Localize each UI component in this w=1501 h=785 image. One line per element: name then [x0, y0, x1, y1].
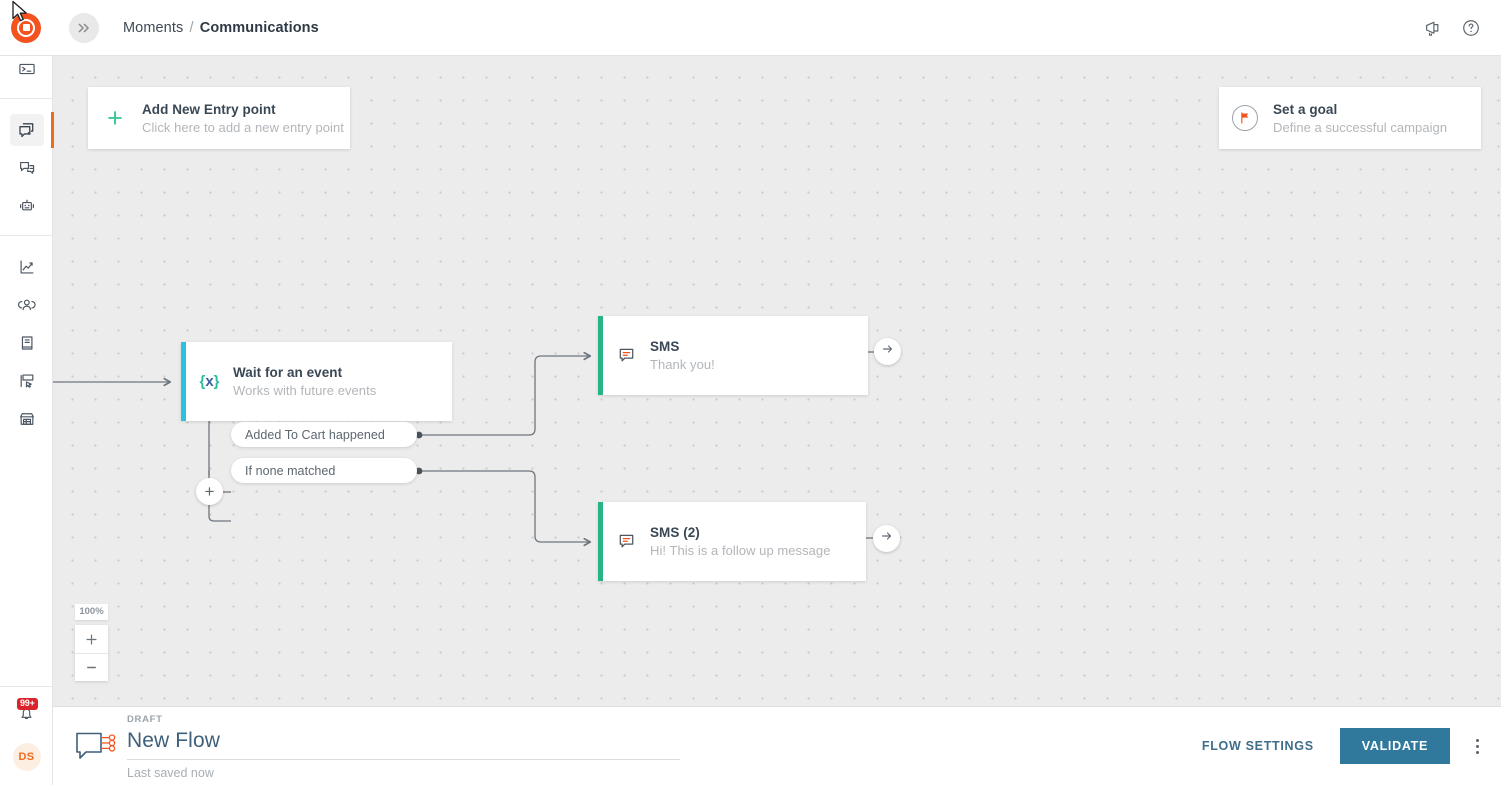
terminal-icon: [10, 53, 44, 85]
condition-pill[interactable]: If none matched: [231, 458, 417, 483]
add-next-step-button[interactable]: [874, 338, 901, 365]
sidebar-item-moments[interactable]: [0, 111, 54, 149]
analytics-icon: [10, 251, 44, 283]
sidebar-item-exchange[interactable]: [0, 400, 53, 438]
avatar[interactable]: DS: [12, 743, 41, 771]
flow-settings-button[interactable]: FLOW SETTINGS: [1188, 729, 1328, 763]
notification-badge: 99+: [17, 698, 38, 710]
flag-icon: [1232, 105, 1258, 131]
breadcrumb: Moments / Communications: [123, 20, 319, 36]
sidebar-item-content[interactable]: [0, 324, 53, 362]
logo-ring: [17, 18, 35, 37]
sms-bubble-icon: [603, 531, 650, 552]
sidebar-item-broadcast[interactable]: [0, 149, 53, 187]
flow-saved-label: Last saved now: [127, 766, 214, 780]
zoom-level-label: 100%: [75, 604, 108, 620]
arrow-right-icon: [880, 529, 894, 548]
left-sidebar: 99+ DS: [0, 0, 54, 785]
flow-canvas[interactable]: + Add New Entry point Click here to add …: [53, 56, 1501, 706]
content-icon: [10, 327, 44, 359]
goal-card-text: Set a goal Define a successful campaign: [1273, 102, 1447, 135]
zoom-out-button[interactable]: [75, 653, 108, 681]
more-vertical-icon[interactable]: [1470, 733, 1485, 760]
plus-icon: +: [107, 102, 123, 133]
node-wait-for-event[interactable]: {x} Wait for an event Works with future …: [181, 342, 452, 421]
node-sms-title: SMS (2): [650, 525, 700, 540]
goal-card-title: Set a goal: [1273, 101, 1338, 117]
add-next-step-button[interactable]: [873, 525, 900, 552]
answers-bot-icon: [10, 190, 44, 222]
node-wait-subtitle: Works with future events: [233, 383, 377, 398]
moments-icon: [9, 114, 44, 146]
set-goal-card[interactable]: Set a goal Define a successful campaign: [1219, 87, 1481, 149]
zoom-buttons: [75, 625, 108, 681]
flow-title-input[interactable]: [127, 725, 680, 760]
forms-icon: [10, 365, 44, 397]
braces-x-icon: {x}: [199, 373, 220, 390]
sidebar-item-analytics[interactable]: [0, 248, 53, 286]
condition-pill[interactable]: Added To Cart happened: [231, 422, 417, 447]
add-branch-button[interactable]: +: [196, 478, 223, 505]
node-sms-subtitle: Thank you!: [650, 357, 715, 372]
connector-links: [53, 351, 874, 706]
zoom-control: 100%: [75, 604, 108, 681]
node-sms-title: SMS: [650, 339, 680, 354]
bottom-toolbar: DRAFT Last saved now FLOW SETTINGS VALID…: [53, 706, 1501, 785]
broadcast-icon: [10, 152, 44, 184]
header-actions: [1423, 18, 1501, 38]
entry-card-text: Add New Entry point Click here to add a …: [142, 102, 344, 135]
store-icon: [10, 403, 44, 435]
node-sms-text: SMS Thank you!: [650, 339, 715, 372]
breadcrumb-separator: /: [189, 19, 194, 36]
sidebar-item-answers[interactable]: [0, 187, 53, 225]
node-sms[interactable]: SMS (2) Hi! This is a follow up message: [598, 502, 866, 581]
sidebar-group-3: [0, 235, 52, 448]
flow-status-label: DRAFT: [127, 714, 163, 725]
validate-button[interactable]: VALIDATE: [1339, 728, 1450, 764]
arrow-right-icon: [881, 342, 895, 361]
flow-bubble-icon: [53, 729, 127, 763]
sidebar-group-2: [0, 98, 54, 235]
logo-core: [22, 24, 30, 31]
sidebar-item-people[interactable]: [0, 286, 53, 324]
entry-card-subtitle: Click here to add a new entry point: [142, 119, 344, 135]
goal-card-subtitle: Define a successful campaign: [1273, 119, 1448, 135]
flow-meta: DRAFT Last saved now: [127, 712, 687, 780]
node-sms-subtitle: Hi! This is a follow up message: [650, 543, 831, 558]
megaphone-icon[interactable]: [1423, 18, 1443, 38]
top-header: Moments / Communications: [0, 0, 1501, 56]
entry-card-title: Add New Entry point: [142, 101, 276, 117]
people-icon: [10, 289, 44, 321]
question-circle-icon[interactable]: [1461, 18, 1481, 38]
condition-pill-label: If none matched: [245, 463, 336, 478]
sidebar-divider: [0, 686, 53, 687]
notifications-button[interactable]: 99+: [0, 697, 53, 735]
bottom-actions: FLOW SETTINGS VALIDATE: [1188, 728, 1501, 764]
add-entry-point-card[interactable]: + Add New Entry point Click here to add …: [88, 87, 350, 149]
sidebar-bottom: 99+ DS: [0, 686, 53, 785]
condition-pill-label: Added To Cart happened: [245, 427, 385, 442]
sidebar-item-developer-tools[interactable]: [0, 50, 53, 88]
node-wait-title: Wait for an event: [233, 365, 343, 380]
infobip-logo-icon[interactable]: [11, 12, 41, 43]
sms-bubble-icon: [603, 345, 650, 366]
chevron-double-right-icon[interactable]: [69, 12, 99, 43]
breadcrumb-root[interactable]: Moments: [123, 19, 184, 36]
node-sms-text: SMS (2) Hi! This is a follow up message: [650, 525, 831, 558]
node-wait-text: Wait for an event Works with future even…: [233, 365, 376, 398]
node-sms[interactable]: SMS Thank you!: [598, 316, 868, 395]
sidebar-item-forms[interactable]: [0, 362, 53, 400]
zoom-in-button[interactable]: [75, 625, 108, 653]
breadcrumb-current: Communications: [199, 19, 319, 36]
